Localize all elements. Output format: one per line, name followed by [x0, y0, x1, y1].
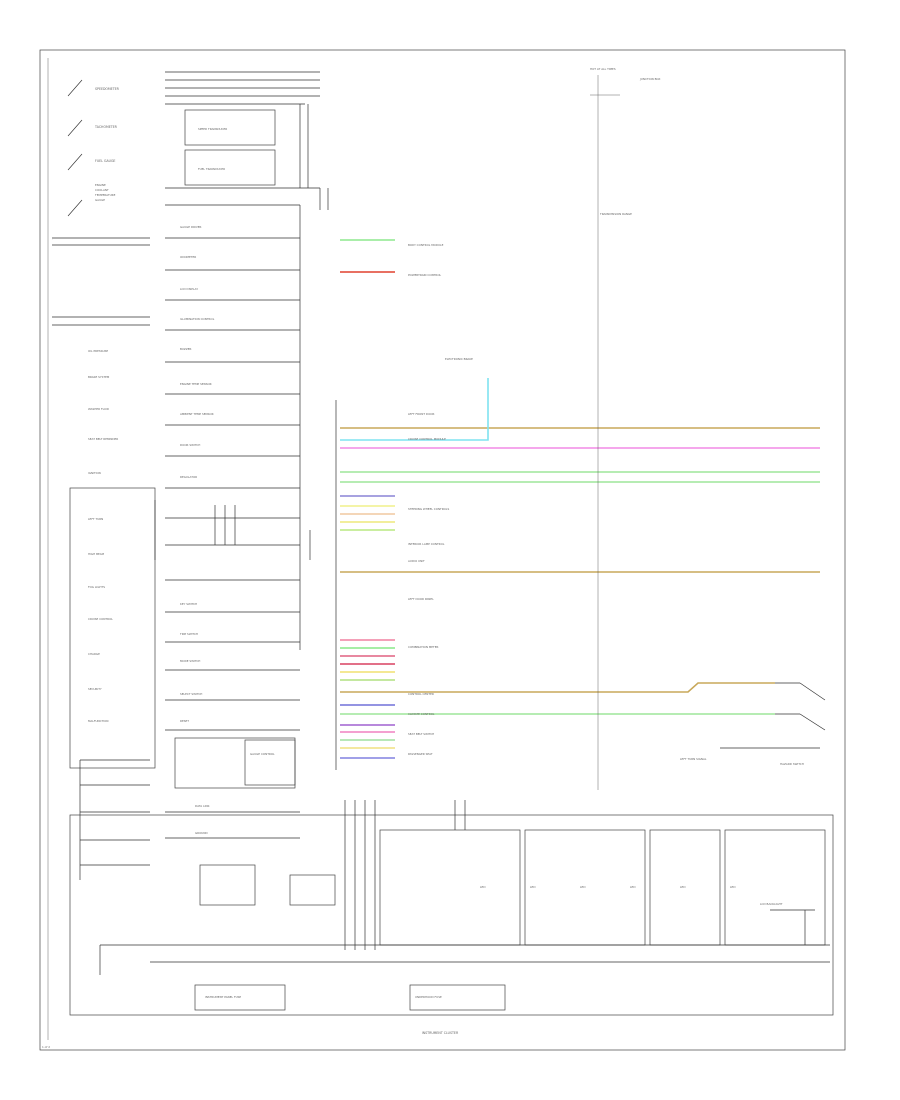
bottom-left-pins [79, 759, 150, 880]
wire-destination-labels: BODY CONTROL MODULE POWERTRAIN CONTROL E… [408, 243, 473, 756]
left-column-labels: OIL PRESSURE BRAKE SYSTEM WASHER FLUID S… [69, 349, 156, 769]
label-mode-switch: MODE SWITCH [180, 659, 200, 663]
label-transmission-range: TRANSMISSION RANGE [599, 212, 632, 216]
label-oil-pressure: OIL PRESSURE [88, 349, 108, 353]
label-audio-unit: AUDIO UNIT [408, 559, 425, 563]
label-data-link: DATA LINK [195, 804, 210, 808]
label-electronic-brake: ELECTRONIC BRAKE [445, 357, 473, 361]
label-odometer: ODOMETER [180, 255, 196, 259]
label-powertrain-control: POWERTRAIN CONTROL [408, 273, 442, 277]
label-combination-meter: COMBINATION METER [408, 645, 438, 649]
label-engine-coolant-1: ENGINE [95, 183, 106, 187]
label-speedometer: SPEEDOMETER [95, 87, 120, 91]
label-led-6: LED [730, 885, 735, 889]
label-led-3: LED [580, 885, 585, 889]
long-wires [340, 378, 820, 715]
label-left-turn-signal: LEFT TURN SIGNAL [680, 757, 707, 761]
label-steering-wheel-controls: STEERING WHEEL CONTROLS [408, 507, 449, 511]
label-left-turn: LEFT TURN [88, 517, 103, 521]
bottom-module: INSTRUMENT PANEL FUSE UNDERHOOD FUSE LED… [69, 800, 834, 1016]
label-washer-fluid: WASHER FLUID [88, 407, 109, 411]
pin-column [309, 188, 337, 770]
label-yellow-control-center: CONTROL CENTER [408, 692, 434, 696]
label-left-door-panel: LEFT DOOR PANEL [408, 597, 434, 601]
label-underhood-fuse: UNDERHOOD FUSE [415, 995, 442, 999]
label-junction-box: JUNCTION BOX [639, 77, 661, 81]
label-gauge-control: GAUGE CONTROL [250, 752, 275, 756]
label-gauge-driver: GAUGE DRIVER [180, 225, 202, 229]
label-instrument-panel-fuse: INSTRUMENT PANEL FUSE [205, 995, 241, 999]
label-left-front-door: LEFT FRONT DOOR [408, 412, 434, 416]
label-lcd-backlight: LCD BACKLIGHT [760, 902, 783, 906]
diagram-title: INSTRUMENT CLUSTER [422, 1031, 459, 1035]
label-fog: FOG LIGHTS [88, 585, 105, 589]
right-switch-assembly: HAZARD SWITCH LEFT TURN SIGNAL [680, 682, 826, 766]
driver-column: GAUGE DRIVER ODOMETER LCD DISPLAY ILLUMI… [165, 204, 301, 839]
label-seat-belt: SEAT BELT REMINDER [88, 437, 118, 441]
label-malfunction: MALFUNCTION [88, 719, 108, 723]
label-led-5: LED [680, 885, 685, 889]
label-high-beam: HIGH BEAM [88, 552, 105, 556]
top-harness: SPEED TRANSDUCER FUEL TRANSDUCER [165, 71, 320, 189]
label-cruise: CRUISE CONTROL [88, 617, 113, 621]
label-buzzer: BUZZER [180, 347, 192, 351]
gauge-symbols: SPEEDOMETER TACHOMETER FUEL GAUGE ENGINE… [67, 79, 120, 217]
label-body-control-module: BODY CONTROL MODULE [408, 243, 444, 247]
label-interior-lamp-control: INTERIOR LAMP CONTROL [408, 542, 445, 546]
label-hot-at-all-times: HOT AT ALL TIMES [590, 67, 616, 71]
label-led-4: LED [630, 885, 635, 889]
label-ignition: IGNITION [88, 471, 101, 475]
svg-text:·: · [52, 237, 53, 241]
label-seat-belt-switch: SEAT BELT SWITCH [408, 732, 434, 736]
diagram-frame [39, 49, 846, 1051]
label-speed-transducer: SPEED TRANSDUCER [198, 127, 227, 131]
label-fuel-gauge: FUEL GAUGE [95, 159, 115, 163]
wire-stubs [340, 239, 395, 759]
label-engine-coolant-2: COOLANT [95, 188, 109, 192]
label-cruise-control-module: CRUISE CONTROL MODULE [408, 437, 446, 441]
label-passenger-seat: PASSENGER SEAT [408, 752, 433, 756]
label-led-2: LED [530, 885, 535, 889]
label-led-1: LED [480, 885, 485, 889]
label-engine-coolant-4: GAUGE [95, 198, 105, 202]
label-door-switch: DOOR SWITCH [180, 443, 200, 447]
label-key-switch: KEY SWITCH [180, 602, 197, 606]
page-id: 1 of 2 [42, 1045, 50, 1049]
label-security: SECURITY [88, 687, 102, 691]
label-regulator: REGULATOR [180, 475, 197, 479]
label-engine-coolant-3: TEMPERATURE [94, 193, 116, 197]
left-connector-lines: · [52, 237, 150, 326]
label-charge: CHARGE [88, 652, 100, 656]
label-lcd-display: LCD DISPLAY [180, 287, 198, 291]
label-engine-temp-sensor: ENGINE TEMP SENSOR [180, 382, 212, 386]
label-ground: GROUND [195, 831, 208, 835]
right-top-unit: HOT AT ALL TIMES JUNCTION BOX TRANSMISSI… [590, 67, 661, 790]
label-trip-switch: TRIP SWITCH [179, 632, 198, 636]
svg-text:ENGINE COOLANT TEM: ENGINE COOLANT TEMPERATURE GAUGE [94, 183, 116, 202]
label-brake-fluid: BRAKE SYSTEM [88, 375, 110, 379]
label-ambient-temp-sensor: AMBIENT TEMP SENSOR [180, 412, 214, 416]
label-illumination-control: ILLUMINATION CONTROL [180, 317, 215, 321]
label-select-switch: SELECT SWITCH [180, 692, 202, 696]
label-climate-control: CLIMATE CONTROL [408, 712, 435, 716]
label-reset: RESET [180, 719, 189, 723]
label-fuel-transducer: FUEL TRANSDUCER [198, 167, 225, 171]
label-hazard-switch: HAZARD SWITCH [780, 762, 804, 766]
label-tachometer: TACHOMETER [94, 125, 118, 129]
